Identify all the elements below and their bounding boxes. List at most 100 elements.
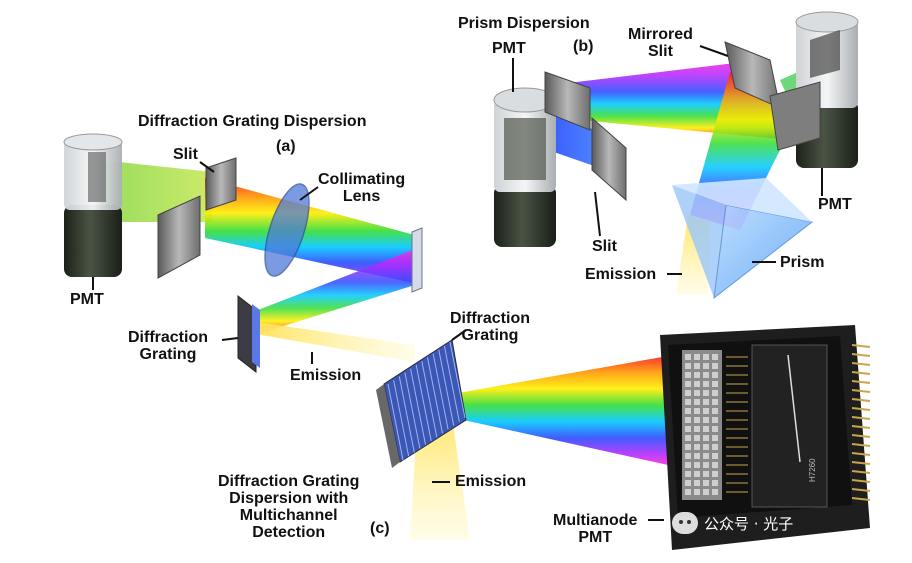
anode-pin [685,480,691,486]
anode-pin [694,363,700,369]
anode-pin [712,435,718,441]
a-tag: (a) [276,138,296,155]
anode-pin [712,354,718,360]
anode-pin [712,480,718,486]
side-pin [851,425,871,429]
anode-pin [694,381,700,387]
panel-c: H7260 [376,325,871,550]
anode-pin [694,417,700,423]
anode-pin [703,381,709,387]
anode-pin [703,390,709,396]
panel-a [63,133,423,374]
anode-pin [703,372,709,378]
anode-pin [703,453,709,459]
grating-groove [449,341,466,419]
anode-pin [694,480,700,486]
a-slit-bottom [157,195,201,279]
anode-pin [685,372,691,378]
grating-groove [398,376,415,453]
anode-pin [712,372,718,378]
anode-pin [694,354,700,360]
a-rainbow-beam-2 [258,248,418,334]
anode-pin [694,453,700,459]
b-prism [672,178,814,300]
anode-pin [685,417,691,423]
c-pmt-label: Multianode PMT [553,512,638,546]
b-slit [544,71,591,131]
side-pin [851,470,871,474]
anode-pin [712,381,718,387]
c-grating-lines [387,341,466,461]
b-slit-label: Slit [592,238,617,255]
c-grating-label: Diffraction Grating [450,310,530,344]
anode-pin [694,372,700,378]
side-pin [851,416,871,420]
anode-pin [694,399,700,405]
anode-pin [712,444,718,450]
anode-pin [703,462,709,468]
anode-pin [712,363,718,369]
grating-groove [438,349,455,426]
anode-pin [694,435,700,441]
anode-pin [703,354,709,360]
anode-pin [694,444,700,450]
anode-pin [694,471,700,477]
anode-pin [712,390,718,396]
grating-groove [393,380,410,457]
c-multianode-pmt: H7260 [660,325,871,550]
anode-pin [712,426,718,432]
a-mirror [411,227,423,293]
side-pin [851,461,871,465]
b-mirrored-slit-label: Mirrored Slit [628,26,693,60]
anode-pin [703,408,709,414]
b-pmt-left-label: PMT [492,40,526,57]
anode-pin [712,489,718,495]
c-emission-label: Emission [455,473,527,490]
anode-pin [712,408,718,414]
side-pin [851,344,871,348]
anode-pin [685,453,691,459]
a-diffraction-grating [237,294,257,374]
c-side-pins [851,344,871,501]
anode-pin [685,381,691,387]
side-pin [851,497,871,501]
side-pin [851,452,871,456]
a-grating-label: Diffraction Grating [128,329,208,363]
anode-pin [703,417,709,423]
anode-pin [712,453,718,459]
anode-pin [712,417,718,423]
side-pin [851,380,871,384]
grating-groove [404,372,421,449]
anode-pin [685,363,691,369]
anode-pin [703,489,709,495]
grating-groove [421,360,438,438]
anode-pin [703,363,709,369]
anode-pin [712,471,718,477]
a-collimating-lens [264,183,310,277]
grating-groove [443,345,460,422]
anode-pin [685,462,691,468]
anode-pin [703,399,709,405]
a-rainbow-beam-1 [205,178,418,284]
a-pmt-label: PMT [70,291,104,308]
a-emission-label: Emission [290,367,362,384]
a-pmt-icon [63,133,123,290]
anode-pin [694,489,700,495]
grating-groove [432,353,449,430]
side-pin [851,353,871,357]
side-pin [851,488,871,492]
anode-pin [694,426,700,432]
anode-pin [685,399,691,405]
b-prism-label: Prism [780,254,825,271]
anode-pin [712,399,718,405]
grating-groove [387,383,404,461]
c-rainbow-beam [418,356,668,465]
c-chip-label: H7260 [808,458,817,482]
side-pin [851,434,871,438]
a-slit-label: Slit [173,146,198,163]
anode-pin [685,471,691,477]
side-pin [851,407,871,411]
anode-pin [703,471,709,477]
side-pin [851,371,871,375]
anode-pin [685,354,691,360]
